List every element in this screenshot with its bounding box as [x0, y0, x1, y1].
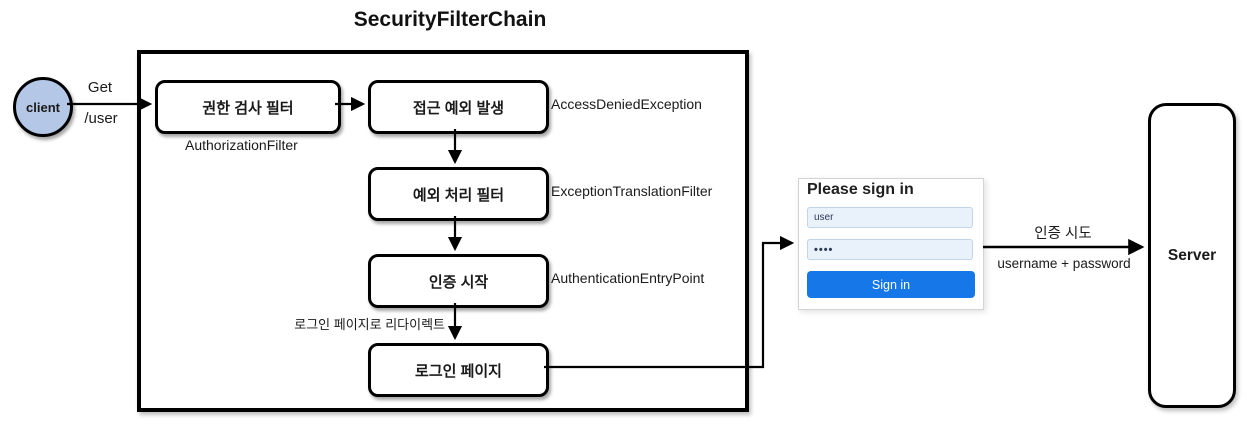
filter-chain-container-box	[137, 50, 749, 412]
node-authentication-entry-label: 인증 시작	[428, 273, 489, 291]
server-node: Server	[1148, 103, 1236, 408]
server-label: Server	[1167, 246, 1217, 264]
node-access-denied-label: 접근 예외 발생	[412, 99, 505, 117]
node-login-page: 로그인 페이지	[368, 343, 549, 397]
password-input[interactable]: ••••	[807, 239, 973, 260]
username-password-label: username + password	[997, 256, 1131, 271]
signin-form: Please sign in user •••• Sign in	[798, 178, 984, 310]
request-path-label: /user	[84, 110, 118, 127]
node-access-denied: 접근 예외 발생	[368, 80, 549, 134]
node-authorization-filter: 권한 검사 필터	[155, 80, 341, 134]
diagram-title: SecurityFilterChain	[353, 8, 547, 31]
auth-attempt-label: 인증 시도	[1034, 226, 1092, 242]
node-login-page-label: 로그인 페이지	[415, 362, 502, 380]
annotation-access-denied-exception: AccessDeniedException	[551, 96, 702, 112]
annotation-authentication-entry-point: AuthenticationEntryPoint	[551, 270, 705, 286]
node-authentication-entry: 인증 시작	[368, 254, 549, 308]
client-label: client	[26, 99, 60, 115]
annotation-authorization-filter: AuthorizationFilter	[185, 137, 298, 153]
request-method-label: Get	[87, 79, 113, 96]
client-node: client	[13, 77, 73, 137]
node-exception-translation: 예외 처리 필터	[368, 167, 549, 221]
redirect-to-login-label: 로그인 페이지로 리다이렉트	[294, 317, 445, 332]
node-authorization-filter-label: 권한 검사 필터	[202, 99, 294, 117]
signin-form-title: Please sign in	[807, 181, 914, 198]
annotation-exception-translation-filter: ExceptionTranslationFilter	[551, 183, 713, 199]
sign-in-button[interactable]: Sign in	[807, 271, 975, 298]
node-exception-translation-label: 예외 처리 필터	[412, 186, 505, 204]
username-input[interactable]: user	[807, 207, 973, 228]
